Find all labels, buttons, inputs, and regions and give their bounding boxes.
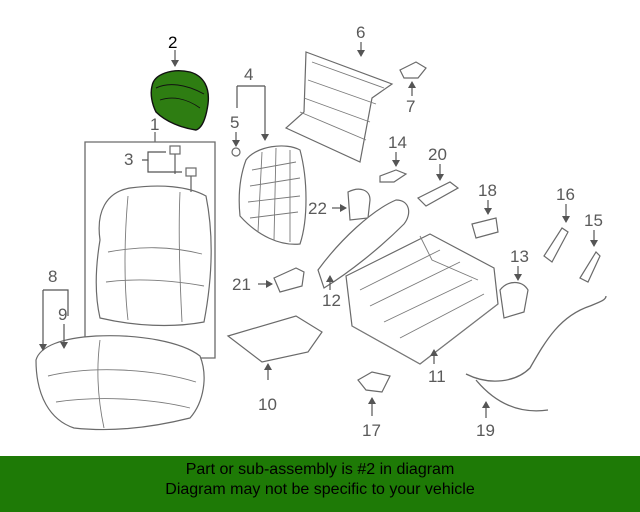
part-17: [357, 371, 391, 393]
part-21: [273, 267, 305, 293]
seat-back-box: [84, 132, 216, 359]
callout-16[interactable]: 16: [556, 185, 575, 204]
seat-parts-diagram: 2 1 3 4 5 6 7 8 9 10 11 12 13 14 15 16 1…: [35, 23, 607, 440]
callout-5[interactable]: 5: [230, 113, 239, 132]
callout-7[interactable]: 7: [406, 97, 415, 116]
headrest-part-2[interactable]: [150, 70, 210, 131]
part-20: [416, 181, 460, 207]
notice-line-2: Diagram may not be specific to your vehi…: [165, 481, 475, 498]
part-13: [499, 281, 529, 319]
callout-17[interactable]: 17: [362, 421, 381, 440]
pan-part-10: [226, 315, 323, 363]
part-16: [543, 227, 569, 263]
callout-22[interactable]: 22: [308, 199, 327, 218]
callout-4[interactable]: 4: [244, 65, 253, 84]
callout-10[interactable]: 10: [258, 395, 277, 414]
leader-3: [142, 151, 166, 161]
callout-15[interactable]: 15: [584, 211, 603, 230]
callout-19[interactable]: 19: [476, 421, 495, 440]
callout-20[interactable]: 20: [428, 145, 447, 164]
leader-3b: [147, 160, 182, 173]
part-22: [347, 188, 371, 221]
part-14: [379, 169, 408, 183]
clip-part-7: [399, 61, 427, 79]
callout-13[interactable]: 13: [510, 247, 529, 266]
seat-frame-part-11: [345, 233, 499, 365]
notice-banner: Part or sub-assembly is #2 in diagram Di…: [0, 456, 640, 512]
callout-6[interactable]: 6: [356, 23, 365, 42]
seatback-frame-part-4: [231, 145, 307, 245]
callout-18[interactable]: 18: [478, 181, 497, 200]
part-18: [471, 217, 499, 239]
callout-11[interactable]: 11: [428, 367, 446, 386]
side-shield-part-12: [317, 199, 410, 289]
part-15: [579, 251, 601, 283]
backboard-part-6: [284, 51, 394, 163]
leader-8b: [43, 289, 69, 316]
harness-part-19: [465, 295, 607, 412]
callout-21[interactable]: 21: [232, 275, 251, 294]
callout-9[interactable]: 9: [58, 305, 67, 324]
callout-2[interactable]: 2: [168, 33, 177, 52]
callout-1[interactable]: 1: [150, 115, 159, 134]
callout-14[interactable]: 14: [388, 133, 407, 152]
callout-12[interactable]: 12: [322, 291, 341, 310]
callout-3[interactable]: 3: [124, 150, 133, 169]
callout-8[interactable]: 8: [48, 267, 57, 286]
notice-line-1: Part or sub-assembly is #2 in diagram: [185, 461, 455, 478]
seat-cushion-part-8: [35, 335, 205, 431]
